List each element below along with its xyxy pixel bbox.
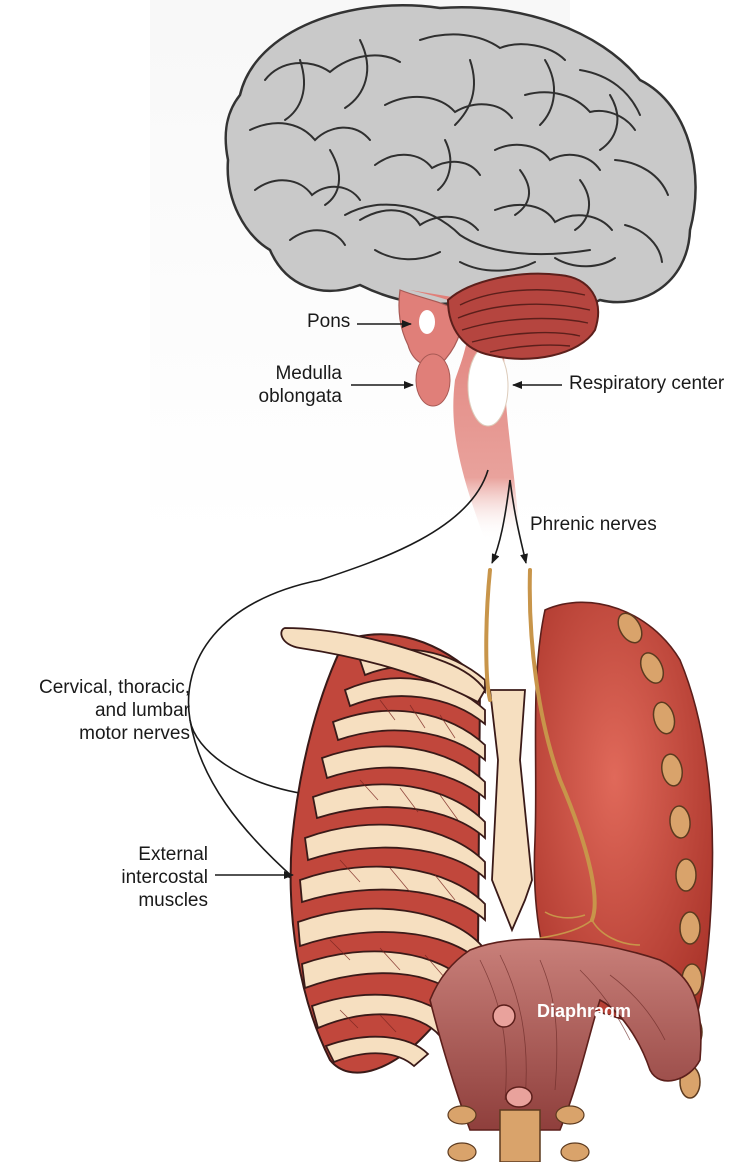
label-medulla-line1: Medulla — [210, 362, 342, 385]
label-intercostal-line1: External — [90, 843, 208, 866]
label-intercostal-line3: muscles — [90, 889, 208, 912]
label-motor-line3: motor nerves — [0, 722, 190, 745]
label-motor-line1: Cervical, thoracic, — [0, 676, 190, 699]
vertebral-column — [448, 1106, 589, 1162]
label-motor-line2: and lumbar — [0, 699, 190, 722]
cerebellum — [448, 274, 598, 359]
sternum — [490, 690, 532, 930]
pons-spot — [419, 310, 435, 334]
medulla-oblongata — [416, 354, 450, 406]
label-intercostal-line2: intercostal — [90, 866, 208, 889]
brain — [226, 5, 696, 314]
diaphragm — [430, 939, 701, 1130]
label-respiratory-center: Respiratory center — [569, 372, 724, 395]
label-intercostal-muscles: External intercostal muscles — [90, 843, 208, 912]
label-medulla-line2: oblongata — [210, 385, 342, 408]
label-phrenic-nerves: Phrenic nerves — [530, 513, 657, 536]
label-pons: Pons — [307, 310, 350, 333]
label-medulla-oblongata: Medulla oblongata — [210, 362, 342, 408]
label-motor-nerves: Cervical, thoracic, and lumbar motor ner… — [0, 676, 190, 745]
label-diaphragm: Diaphragm — [537, 1000, 631, 1023]
